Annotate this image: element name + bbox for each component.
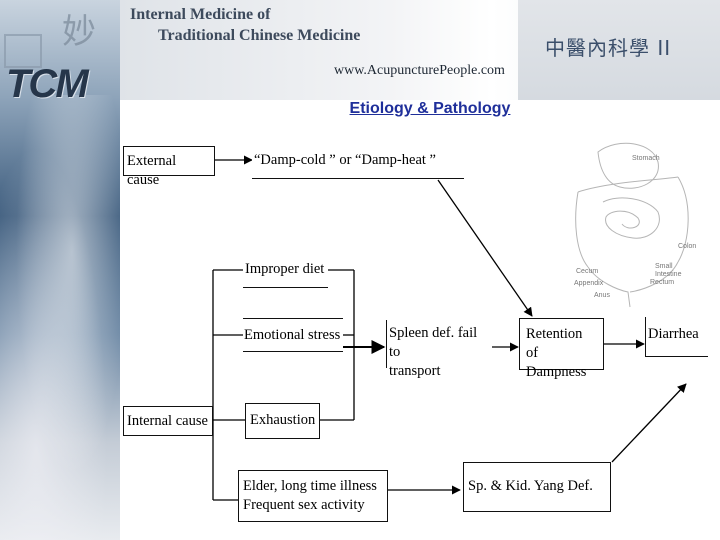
- colon-shape: [575, 176, 689, 268]
- sidebar-decoration: 妙 TCM: [0, 0, 120, 540]
- label-stomach: Stomach: [632, 155, 660, 162]
- sp-kid-box: Sp. & Kid. Yang Def.: [463, 462, 611, 512]
- label-appendix: Appendix: [574, 280, 604, 287]
- header-right-panel: [518, 0, 720, 100]
- diarrhea-label: Diarrhea: [648, 326, 699, 342]
- label-anus: Anus: [594, 292, 610, 299]
- exhaustion-box: Exhaustion: [245, 403, 320, 439]
- improper-diet-box: Improper diet: [243, 258, 328, 288]
- sp-kid-label: Sp. & Kid. Yang Def.: [468, 478, 593, 494]
- label-cecum: Cecum: [576, 268, 599, 275]
- retention-line1: Retention of: [526, 326, 583, 361]
- internal-cause-box: Internal cause: [123, 406, 213, 436]
- tcm-logo: TCM: [6, 62, 89, 106]
- seal-decoration: [4, 34, 42, 68]
- label-small: Small: [655, 263, 673, 270]
- retention-line2: Dampness: [526, 364, 587, 380]
- slide-title: Etiology & Pathology: [349, 100, 511, 117]
- arrow-damp-to-retention: [437, 179, 533, 317]
- retention-box: Retention of Dampness: [519, 318, 604, 380]
- header-band: [120, 0, 720, 100]
- spleen-box: Spleen def. fail to transport: [386, 320, 492, 379]
- label-intestine: Intestine: [655, 271, 682, 278]
- emotional-stress-label: Emotional stress: [244, 327, 341, 343]
- external-cause-label: External cause: [127, 153, 177, 188]
- exhaustion-label: Exhaustion: [250, 412, 316, 428]
- header-url: www.AcupuncturePeople.com: [334, 63, 505, 78]
- label-rectum: Rectum: [650, 279, 675, 286]
- elder-line1: Elder, long time illness: [243, 478, 377, 494]
- improper-diet-label: Improper diet: [245, 261, 325, 277]
- header-title-line1: Internal Medicine of: [130, 6, 271, 23]
- label-colon: Colon: [678, 243, 697, 250]
- sidebar-photo: [0, 95, 120, 540]
- calligraphy-decoration: 妙: [62, 12, 96, 52]
- elder-box: Elder, long time illness Frequent sex ac…: [238, 470, 388, 522]
- arrow-spkid-to-diarrhea: [611, 383, 687, 463]
- diarrhea-box: Diarrhea: [645, 317, 708, 357]
- header-chinese-title: 中醫內科學 II: [545, 36, 672, 60]
- emotional-stress-box: Emotional stress: [243, 318, 343, 352]
- colon-descending-shape: [629, 261, 679, 293]
- rectum-shape: [587, 266, 631, 308]
- elder-line2: Frequent sex activity: [243, 497, 365, 513]
- spleen-line1: Spleen def. fail to: [389, 325, 478, 360]
- spleen-line2: transport: [389, 363, 441, 379]
- internal-cause-label: Internal cause: [127, 413, 208, 429]
- external-cause-box: External cause: [123, 146, 215, 188]
- header-title-line2: Traditional Chinese Medicine: [158, 27, 361, 44]
- stomach-shape: [597, 142, 659, 189]
- damp-factors-label: “Damp-cold ” or “Damp-heat ”: [254, 152, 436, 168]
- damp-factors-box: “Damp-cold ” or “Damp-heat ”: [252, 143, 464, 179]
- digestive-system-illustration: [575, 142, 689, 308]
- small-intestine-shape: [602, 197, 660, 239]
